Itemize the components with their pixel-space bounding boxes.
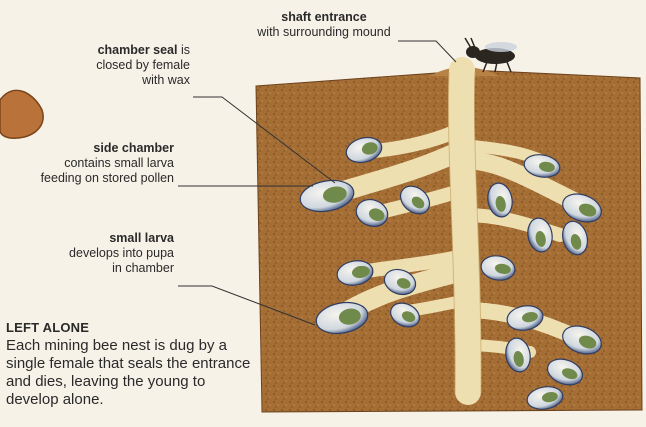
label-text: in chamber xyxy=(30,261,174,276)
label-title: chamber seal xyxy=(98,43,178,57)
pollen-ball-partial xyxy=(0,90,43,138)
label-title: small larva xyxy=(109,231,174,245)
label-text: feeding on stored pollen xyxy=(0,171,174,186)
label-text: with wax xyxy=(40,73,190,88)
label-text: with surrounding mound xyxy=(220,25,428,40)
label-chamber-seal: chamber seal is closed by female with wa… xyxy=(40,43,190,88)
caption: LEFT ALONE Each mining bee nest is dug b… xyxy=(6,320,256,409)
label-title: shaft entrance xyxy=(281,10,366,24)
caption-body: Each mining bee nest is dug by a single … xyxy=(6,337,256,409)
label-title: side chamber xyxy=(93,141,174,155)
label-side-chamber: side chamber contains small larva feedin… xyxy=(0,141,174,186)
label-text: develops into pupa xyxy=(30,246,174,261)
label-small-larva: small larva develops into pupa in chambe… xyxy=(30,231,174,276)
label-text: contains small larva xyxy=(0,156,174,171)
label-text: closed by female xyxy=(40,58,190,73)
caption-title: LEFT ALONE xyxy=(6,320,256,335)
label-shaft-entrance: shaft entrance with surrounding mound xyxy=(220,10,428,40)
label-text: is xyxy=(178,43,191,57)
